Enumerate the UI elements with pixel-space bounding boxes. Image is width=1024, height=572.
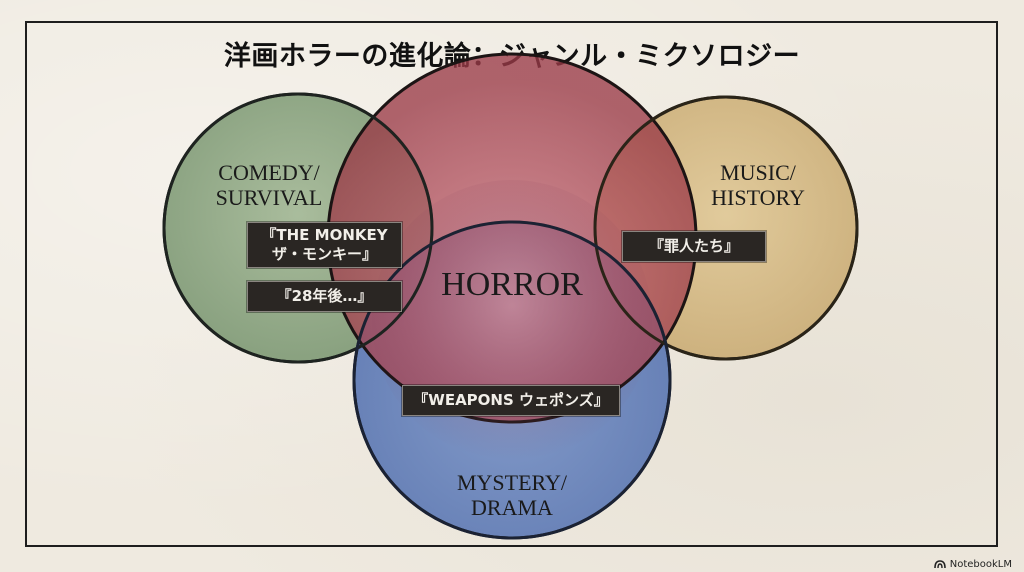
label-comedy-line2: SURVIVAL [215, 185, 323, 210]
mystery-circle-outline [352, 220, 672, 540]
film-monkey-line1: 『THE MONKEY [261, 226, 388, 244]
film-monkey-line2: ザ・モンキー』 [271, 245, 377, 263]
slide-frame [25, 21, 998, 547]
label-music-line2: HISTORY [711, 185, 805, 210]
film-tag-28-years-later: 『28年後…』 [247, 281, 402, 312]
film-tag-the-monkey: 『THE MONKEY ザ・モンキー』 [247, 222, 402, 268]
film-tag-sinners: 『罪人たち』 [622, 231, 766, 262]
label-mystery-line2: DRAMA [471, 495, 553, 520]
notebooklm-credit: NotebookLM [933, 559, 1012, 570]
label-music-line1: MUSIC/ [720, 160, 796, 185]
film-tag-weapons: 『WEAPONS ウェポンズ』 [402, 385, 620, 416]
music-circle-outline [593, 95, 859, 361]
comedy-circle-outline [162, 92, 434, 364]
label-mystery-line1: MYSTERY/ [456, 470, 568, 495]
label-mystery-drama: MYSTERY/ DRAMA [437, 470, 587, 520]
label-comedy-line1: COMEDY/ [218, 160, 320, 185]
label-comedy-survival: COMEDY/ SURVIVAL [196, 160, 342, 210]
label-music-history: MUSIC/ HISTORY [688, 160, 828, 210]
label-horror: HORROR [441, 266, 583, 303]
credit-text: NotebookLM [949, 559, 1012, 570]
notebooklm-logo-icon [933, 560, 946, 569]
